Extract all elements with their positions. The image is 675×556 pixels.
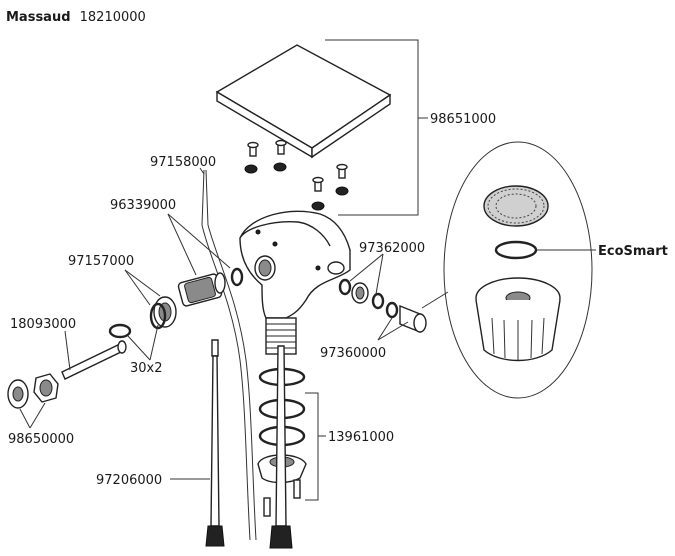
label-98651000: 98651000 xyxy=(430,112,496,127)
leader-detail-oval xyxy=(421,291,449,309)
rod-18093000 xyxy=(61,340,127,380)
mesh-screen xyxy=(483,185,549,227)
adapter-97360000 xyxy=(385,301,427,334)
leader-30x2-a xyxy=(127,335,151,361)
model-number: 18210000 xyxy=(80,10,146,25)
leader-97362000-b xyxy=(375,253,384,295)
leader-97158000 xyxy=(199,167,205,175)
leader-98651000-bracket xyxy=(325,39,419,216)
leader-97360000-b xyxy=(377,321,409,341)
flex-hose-97158000 xyxy=(201,169,257,541)
label-98650000: 98650000 xyxy=(8,432,74,447)
label-97360000: 97360000 xyxy=(320,346,386,361)
label-13961000: 13961000 xyxy=(328,430,394,445)
leader-98650000-a xyxy=(19,408,31,429)
leader-98650000-b xyxy=(29,402,46,429)
supply-hose-97206000 xyxy=(205,339,293,549)
leader-18093000 xyxy=(64,330,71,371)
valve-97157000 xyxy=(149,296,177,330)
leader-96339000-b xyxy=(167,213,231,269)
brand-name: Massaud xyxy=(6,10,71,25)
label-96339000: 96339000 xyxy=(110,198,176,213)
label-18093000: 18093000 xyxy=(10,317,76,332)
title: Massaud 18210000 xyxy=(6,6,146,25)
leader-97157000-a xyxy=(124,269,151,306)
leader-13961000-bracket xyxy=(305,392,319,501)
cover-plate xyxy=(215,44,392,159)
label-30x2: 30x2 xyxy=(130,361,163,376)
o-ring-30x2 xyxy=(108,323,132,339)
leader-30x2-b xyxy=(149,324,159,361)
aerator-detail-oval xyxy=(443,141,593,399)
leader-96339000-a xyxy=(167,213,197,276)
cartridge-96339000 xyxy=(177,267,244,307)
escutcheon-98650000 xyxy=(7,373,59,409)
leader-97360000-a xyxy=(377,317,393,341)
label-97158000: 97158000 xyxy=(150,155,216,170)
label-97157000: 97157000 xyxy=(68,254,134,269)
label-ecosmart: EcoSmart xyxy=(598,244,668,259)
aerator-washers-97362000 xyxy=(338,278,385,310)
leader-97362000-a xyxy=(349,253,384,282)
label-97362000: 97362000 xyxy=(359,241,425,256)
ecosmart-ring xyxy=(494,240,538,260)
screws-set xyxy=(244,139,349,211)
label-97206000: 97206000 xyxy=(96,473,162,488)
leader-97157000-b xyxy=(124,269,161,297)
spout-body xyxy=(239,210,351,355)
